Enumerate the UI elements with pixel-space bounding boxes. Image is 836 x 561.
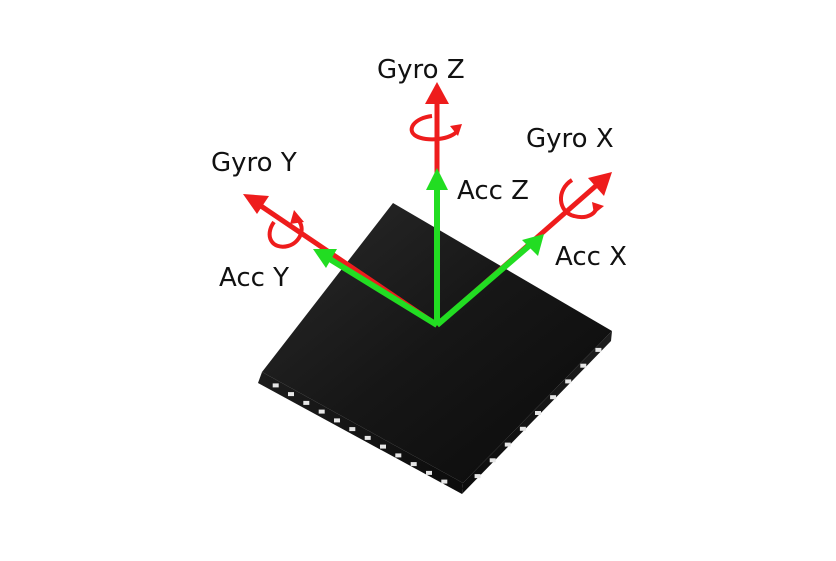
chip-pad: [535, 411, 541, 415]
chip-pad: [565, 379, 572, 384]
chip-pad: [349, 427, 356, 432]
chip-pad: [504, 442, 511, 447]
chip-pads-right: [474, 347, 602, 479]
chip-pad: [426, 470, 432, 475]
chip-pad: [380, 444, 386, 449]
chip-pad: [474, 474, 481, 479]
chip-pad: [303, 400, 310, 405]
chip-pad: [288, 392, 294, 397]
gyro-x-arrowhead: [588, 172, 612, 196]
chip-pad: [272, 383, 279, 388]
chip-pad: [580, 363, 587, 368]
acc-z-arrowhead: [426, 168, 448, 190]
chip-pad: [519, 426, 526, 431]
chip-pad: [364, 435, 371, 440]
gyro-x-rotation-icon: [559, 178, 604, 219]
gyro-y-rotation-icon: [267, 210, 304, 249]
gyro-z-rotation-icon: [409, 114, 462, 142]
chip-pad: [441, 479, 448, 484]
acc-z-label: Acc Z: [457, 176, 529, 206]
acc-axes: [313, 168, 544, 328]
chip-pad: [395, 453, 402, 458]
acc-x-arrowhead: [522, 234, 544, 256]
gyro-z-arrowhead: [425, 82, 449, 104]
acc-y-arrowhead: [313, 249, 337, 268]
acc-x-label: Acc X: [555, 242, 627, 272]
chip-pad: [334, 418, 340, 423]
gyro-x-label: Gyro X: [526, 124, 614, 154]
gyro-y-label: Gyro Y: [211, 148, 297, 178]
acc-x-axis: [435, 242, 532, 328]
chip-pad: [595, 347, 602, 352]
chip-pad: [550, 395, 557, 400]
acc-y-label: Acc Y: [219, 263, 290, 293]
gyro-z-label: Gyro Z: [377, 55, 465, 85]
chip-pad: [318, 409, 325, 414]
acc-y-axis: [326, 255, 439, 328]
chip-pads-left: [272, 383, 448, 484]
chip-pad: [410, 462, 417, 467]
gyro-y-arrowhead: [243, 194, 269, 214]
chip-pad: [489, 458, 496, 463]
